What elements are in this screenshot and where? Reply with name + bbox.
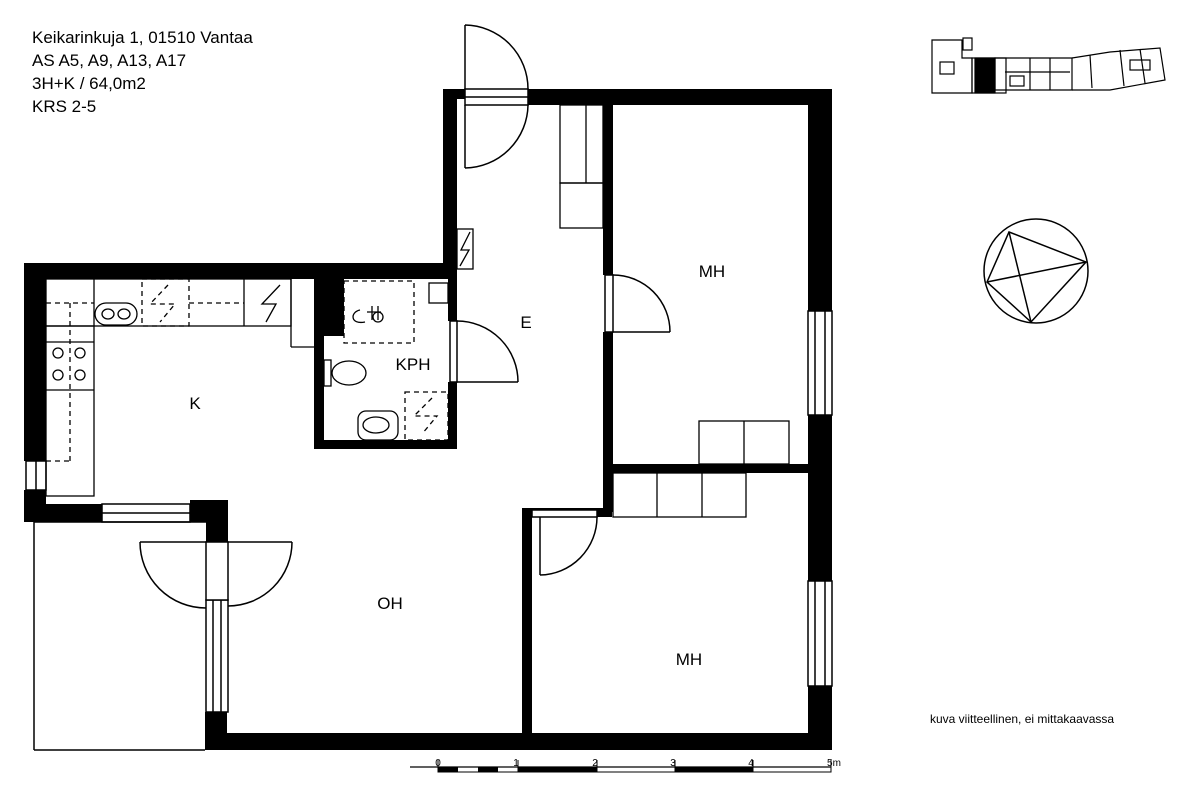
key-plan: [931, 37, 1166, 94]
entrance-door: [464, 24, 529, 90]
doors: [139, 24, 671, 609]
scale-bar: 0 1 2 3 4 5m: [410, 758, 841, 773]
disclaimer-note: kuva viitteellinen, ei mittakaavassa: [930, 712, 1115, 726]
address-text: Keikarinkuja 1, 01510 Vantaa: [32, 28, 253, 47]
plan-header: Keikarinkuja 1, 01510 Vantaa AS A5, A9, …: [32, 26, 253, 118]
type-size-text: 3H+K / 64,0m2: [32, 74, 146, 93]
fixtures: [45, 104, 790, 518]
exterior-walls: [24, 89, 832, 750]
bathroom-door: [456, 320, 519, 383]
scale-tick-4: 4: [748, 758, 754, 769]
scale-tick-0: 0: [435, 758, 441, 769]
units-text: AS A5, A9, A13, A17: [32, 51, 187, 70]
scale-tick-2: 2: [592, 758, 598, 769]
floors-text: KRS 2-5: [32, 97, 97, 116]
bedroom-2-door: [539, 516, 598, 576]
scale-tick-5: 5m: [827, 758, 841, 769]
bedroom-1-door: [612, 274, 671, 333]
room-label-kitchen: K: [189, 394, 201, 413]
balcony-door: [139, 541, 207, 609]
room-label-bedroom-1: MH: [699, 262, 725, 281]
north-arrow-icon: [983, 218, 1089, 324]
room-label-bathroom: KPH: [396, 355, 431, 374]
room-label-living: OH: [377, 594, 403, 613]
room-label-hall: E: [520, 313, 531, 332]
balcony: [33, 521, 206, 751]
room-label-bedroom-2: MH: [676, 650, 702, 669]
scale-tick-1: 1: [513, 758, 519, 769]
windows: [25, 88, 833, 713]
scale-tick-3: 3: [670, 758, 676, 769]
